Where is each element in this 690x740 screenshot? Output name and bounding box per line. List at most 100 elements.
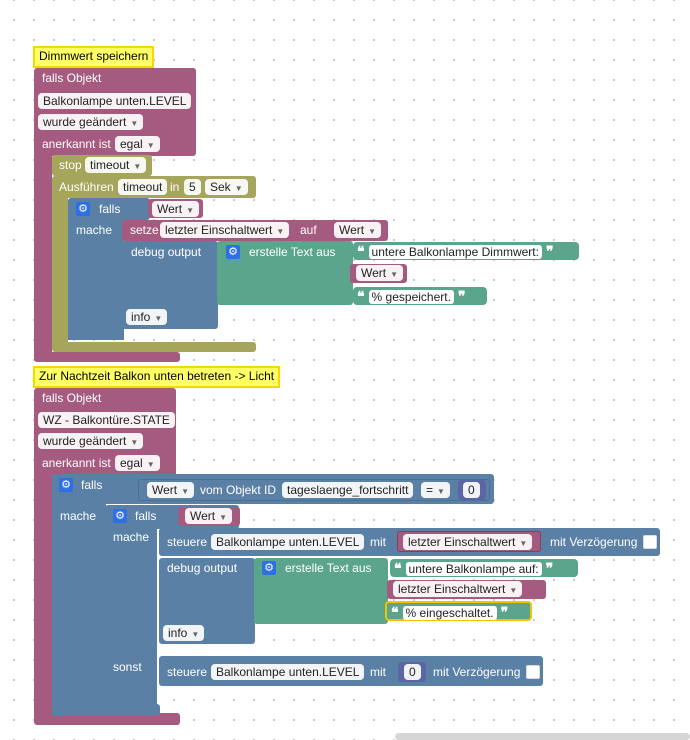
set-var-value: letzter Einschaltwert	[165, 223, 273, 237]
text-string-2[interactable]: ❝% gespeichert.❞	[353, 287, 487, 305]
do-label: mache	[60, 509, 97, 523]
create-text-label: erstelle Text aus	[249, 245, 336, 259]
dropdown-arrow-icon: ▼	[234, 184, 243, 193]
delay-value-field[interactable]: 5	[184, 179, 201, 195]
if-label: falls	[81, 478, 103, 492]
do-label: mache	[76, 223, 113, 237]
execute-block-spine	[52, 196, 68, 346]
timeout-var-field[interactable]: timeout	[118, 179, 168, 195]
ack-label: anerkannt ist	[42, 456, 111, 470]
quote-close-icon: ❞	[457, 288, 466, 304]
text-var-dropdown[interactable]: letzter Einschaltwert▼	[393, 581, 523, 597]
info-value: info	[168, 626, 188, 640]
debug-label: debug output	[167, 561, 238, 575]
control-label: steuere	[167, 665, 208, 679]
dropdown-arrow-icon: ▼	[219, 513, 228, 522]
trigger-dropdown[interactable]: wurde geändert▼	[38, 114, 144, 130]
in-label: in	[170, 180, 180, 194]
horizontal-scrollbar[interactable]	[395, 733, 690, 740]
dropdown-arrow-icon: ▼	[154, 314, 163, 323]
ack-value: egal	[120, 137, 143, 151]
quote-open-icon: ❝	[357, 288, 365, 304]
inner-if-var-value: Wert	[190, 509, 216, 523]
compare-obj-field[interactable]: tageslaenge_fortschritt	[282, 482, 414, 498]
trigger-dropdown[interactable]: wurde geändert▼	[38, 433, 144, 449]
object-id-field[interactable]: Balkonlampe unten.LEVEL	[38, 93, 192, 109]
if-condition-var[interactable]: Wert▼	[152, 201, 200, 217]
gear-icon[interactable]: ⚙	[59, 478, 73, 492]
ack-value: egal	[120, 456, 143, 470]
text-var-dropdown[interactable]: Wert▼	[356, 265, 404, 281]
dropdown-arrow-icon: ▼	[130, 119, 139, 128]
to-label: auf	[300, 223, 317, 237]
event-block-1-bottom	[34, 352, 180, 362]
trigger-value: wurde geändert	[43, 434, 127, 448]
ack-dropdown[interactable]: egal▼	[115, 455, 160, 471]
info-dropdown[interactable]: info▼	[126, 309, 168, 325]
delay-label: mit Verzögerung	[433, 665, 521, 679]
compare-obj-label: vom Objekt ID	[200, 483, 277, 497]
gear-icon[interactable]: ⚙	[262, 561, 276, 575]
control-obj-field[interactable]: Balkonlampe unten.LEVEL	[211, 534, 365, 550]
text-var-value: Wert	[361, 266, 387, 280]
dropdown-arrow-icon: ▼	[146, 460, 155, 469]
info-dropdown[interactable]: info▼	[163, 625, 205, 641]
event-block-2-bottom	[34, 713, 180, 725]
inner-if-label: falls	[135, 509, 157, 523]
delay-checkbox[interactable]	[643, 535, 657, 549]
compare-var-dropdown[interactable]: Wert▼	[147, 482, 195, 498]
execute-block-bottom	[52, 342, 256, 352]
stop-timeout-dropdown[interactable]: timeout▼	[85, 157, 147, 173]
quote-close-icon: ❞	[500, 604, 509, 620]
control-label: steuere	[167, 535, 208, 549]
if-block-2-bottom	[52, 704, 160, 716]
compare-value-field[interactable]: 0	[463, 482, 480, 498]
trigger-value: wurde geändert	[43, 115, 127, 129]
text-string-value[interactable]: untere Balkonlampe Dimmwert:	[368, 245, 542, 259]
inner-if-spine	[105, 527, 157, 707]
inner-do-label: mache	[113, 530, 150, 544]
quote-open-icon: ❝	[391, 604, 399, 620]
text-string-value[interactable]: % gespeichert.	[368, 290, 454, 304]
info-value: info	[131, 310, 151, 324]
unit-dropdown[interactable]: Sek▼	[205, 179, 248, 195]
object-id-field[interactable]: WZ - Balkontüre.STATE	[38, 412, 175, 428]
falls-objekt-label: falls Objekt	[42, 391, 102, 405]
text-string-1[interactable]: ❝untere Balkonlampe auf:❞	[390, 559, 578, 577]
gear-icon[interactable]: ⚙	[113, 509, 127, 523]
else-value-field[interactable]: 0	[404, 664, 421, 680]
inner-if-bottom	[105, 698, 157, 706]
quote-close-icon: ❞	[545, 243, 554, 259]
event-block-2-spine	[34, 470, 52, 720]
delay-checkbox[interactable]	[526, 665, 540, 679]
control-obj-field[interactable]: Balkonlampe unten.LEVEL	[211, 664, 365, 680]
ack-dropdown[interactable]: egal▼	[115, 136, 160, 152]
if-block-1-bottom	[68, 330, 118, 340]
comment-nachtzeit[interactable]: Zur Nachtzeit Balkon unten betreten -> L…	[33, 366, 281, 388]
debug-label: debug output	[131, 245, 202, 259]
gear-icon[interactable]: ⚙	[226, 245, 240, 259]
dropdown-arrow-icon: ▼	[130, 438, 139, 447]
gear-icon[interactable]: ⚙	[76, 202, 90, 216]
set-var-dropdown[interactable]: letzter Einschaltwert▼	[160, 222, 290, 238]
to-var-dropdown[interactable]: Wert▼	[334, 222, 382, 238]
quote-open-icon: ❝	[357, 243, 365, 259]
comment-dimmwert-speichern[interactable]: Dimmwert speichern	[33, 46, 155, 68]
text-string-value[interactable]: % eingeschaltet.	[402, 606, 497, 620]
dropdown-arrow-icon: ▼	[146, 141, 155, 150]
dropdown-arrow-icon: ▼	[276, 227, 285, 236]
dropdown-arrow-icon: ▼	[437, 487, 445, 496]
inner-if-var-dropdown[interactable]: Wert▼	[185, 508, 233, 524]
text-string-value[interactable]: untere Balkonlampe auf:	[405, 562, 542, 576]
compare-op-dropdown[interactable]: =▼	[421, 482, 450, 498]
text-join-block-2[interactable]	[254, 558, 388, 624]
dropdown-arrow-icon: ▼	[390, 270, 399, 279]
dropdown-arrow-icon: ▼	[186, 206, 195, 215]
event-block-1-spine	[34, 150, 52, 360]
compare-var-value: Wert	[152, 483, 178, 497]
text-string-1[interactable]: ❝untere Balkonlampe Dimmwert:❞	[353, 242, 579, 260]
control-var-dropdown[interactable]: letzter Einschaltwert▼	[403, 534, 533, 550]
text-string-2[interactable]: ❝% eingeschaltet.❞	[385, 601, 532, 621]
unit-value: Sek	[210, 180, 231, 194]
if-var-value: Wert	[157, 202, 183, 216]
